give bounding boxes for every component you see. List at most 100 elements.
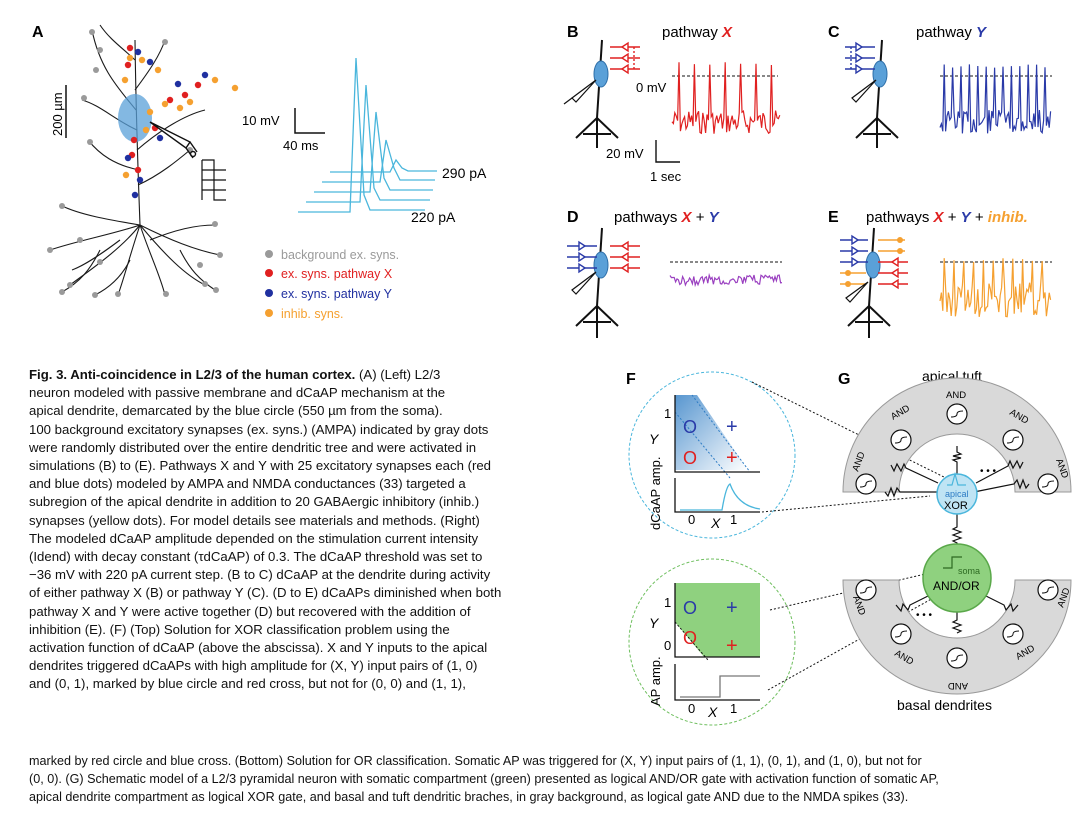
xor-x-tick-1: 1 <box>730 512 737 527</box>
panel-g-letter: G <box>838 371 850 388</box>
trace-scale-voltage: 10 mV <box>242 113 280 128</box>
caption-line: apical dendrite compartment as logical X… <box>29 790 909 805</box>
panel-c-title: pathway Y <box>916 24 988 41</box>
or-ylabel: Y <box>649 615 660 631</box>
trace-pathways-xy <box>669 272 783 288</box>
pathway-y-synapse-dots <box>124 48 209 199</box>
background-synapse-dots <box>47 29 223 298</box>
pathway-inputs-e <box>840 234 908 290</box>
xor-red-circle: O <box>683 448 697 468</box>
caption-line: and (0, 1), marked by blue circle and re… <box>29 676 466 692</box>
panel-d-letter: D <box>567 209 579 226</box>
zero-mv-label: 0 mV <box>636 80 667 95</box>
or-blue-cross: + <box>726 597 738 619</box>
panel-c: C pathway Y <box>828 24 1052 148</box>
caption-line: were randomly distributed over the entir… <box>29 439 477 455</box>
legend-background: background ex. syns. <box>281 248 399 262</box>
or-y-tick-0: 0 <box>664 638 671 653</box>
dendrite-site-e <box>865 251 881 279</box>
panel-g: G apical tuft basal dendrites <box>838 368 1073 713</box>
dendrite-site-b <box>593 60 609 88</box>
basal-dendrites-arc <box>842 579 1072 695</box>
caption-line: activation function of dCaAP (above the … <box>29 640 488 656</box>
electrode-icon-d <box>571 271 597 295</box>
soma-and-or-node <box>922 543 992 613</box>
pathway-x-inputs-b <box>610 41 640 75</box>
panel-b: B pathway X 0 mV 20 mV 1 sec <box>563 24 781 184</box>
caption-line: subregion of the apical dendrite in addi… <box>29 494 480 510</box>
apical-tuft-arc <box>842 377 1072 493</box>
or-blue-circle: O <box>683 598 697 618</box>
svg-text:AND: AND <box>946 390 966 401</box>
trace-scale-voltage-b: 20 mV <box>606 146 644 161</box>
trace-pathways-xy-inhib <box>939 258 1052 318</box>
caption-line: The modeled dCaAP amplitude depended on … <box>29 530 479 546</box>
synapse-legend: background ex. syns. ex. syns. pathway X… <box>265 248 399 321</box>
legend-pathway-y: ex. syns. pathway Y <box>281 287 393 301</box>
dcaap-traces <box>298 57 437 213</box>
xor-blue-cross: + <box>726 416 738 438</box>
panel-d-title: pathways X + Y <box>614 209 721 226</box>
caption-line: inhibition (E). (F) (Top) Solution for X… <box>29 621 450 637</box>
xor-xlabel: X <box>710 515 721 531</box>
trace-pathway-y <box>939 64 1052 135</box>
panel-f-letter: F <box>626 371 636 388</box>
basal-dots: • • • <box>916 610 933 621</box>
electrode-icon-c <box>851 79 877 103</box>
caption-line: −36 mV with 220 pA current step. (B to C… <box>29 567 491 583</box>
or-x-tick-0: 0 <box>688 701 695 716</box>
xor-x-tick-0: 0 <box>688 512 695 527</box>
caption-line: marked by red circle and blue cross. (Bo… <box>29 754 922 768</box>
or-y-tick: 1 <box>664 595 671 610</box>
figure-caption-wide: marked by red circle and blue cross. (Bo… <box>29 752 1059 807</box>
pathway-y-inputs-c <box>845 41 875 75</box>
panel-b-letter: B <box>567 24 579 41</box>
dendrite-site-c <box>872 60 888 88</box>
electrode-icon-b <box>563 79 597 105</box>
current-high-label: 290 pA <box>442 165 487 181</box>
panel-b-title: pathway X <box>662 24 733 41</box>
legend-pathway-x: ex. syns. pathway X <box>281 267 393 281</box>
apical-node-word: apical <box>945 489 969 499</box>
and-unit-sigmoids <box>859 410 1055 662</box>
neuron-schematic-e <box>847 227 891 338</box>
caption-line: pathway X and Y were active together (D)… <box>29 603 471 619</box>
resistor-links <box>884 446 1030 634</box>
apical-node-gate: XOR <box>944 500 968 512</box>
apical-dots: • • • <box>980 466 997 477</box>
xor-ylabel: Y <box>649 431 660 447</box>
caption-line: neuron modeled with passive membrane and… <box>29 385 446 401</box>
xor-gradient-band <box>675 395 748 470</box>
figure-caption: Fig. 3. Anti-coincidence in L2/3 of the … <box>29 366 609 694</box>
panel-a-letter: A <box>32 24 44 41</box>
caption-line: (0, 0). (G) Schematic model of a L2/3 py… <box>29 772 939 787</box>
svg-text:AND: AND <box>948 680 968 691</box>
panel-e-title: pathways X + Y + inhib. <box>866 209 1028 226</box>
panel-c-letter: C <box>828 24 840 41</box>
or-amp-label: AP amp. <box>648 656 663 706</box>
neuron-morphology <box>49 24 221 296</box>
xor-amp-label: dCaAP amp. <box>648 457 663 530</box>
panel-e: E pathways X + Y + inhib. <box>828 209 1052 338</box>
trace-scale-time-b: 1 sec <box>650 169 682 184</box>
or-red-circle: O <box>683 628 697 648</box>
inhibitory-synapse-dots <box>121 54 239 179</box>
soma-node-gate: AND/OR <box>933 579 980 593</box>
caption-line-1: Fig. 3. Anti-coincidence in L2/3 of the … <box>29 367 441 382</box>
current-low-label: 220 pA <box>411 209 456 225</box>
trace-pathway-x <box>671 62 781 135</box>
trace-scale-time: 40 ms <box>283 138 319 153</box>
xor-blue-circle: O <box>683 417 697 437</box>
caption-line: and blue dots) modeled by AMPA and NMDA … <box>29 476 466 492</box>
panel-d: D pathways X + Y <box>567 209 783 338</box>
dendrite-site-d <box>593 251 609 279</box>
legend-inhibitory: inhib. syns. <box>281 307 344 321</box>
caption-title: Fig. 3. Anti-coincidence in L2/3 of the … <box>29 367 356 382</box>
electrode-icon <box>149 121 198 159</box>
panel-f: F O O + + 1 0 Y dCaAP amp. 0 1 X <box>626 371 947 726</box>
or-x-tick-1: 1 <box>730 701 737 716</box>
or-red-cross: + <box>726 635 738 657</box>
caption-line: apical dendrite, demarcated by the blue … <box>29 403 443 419</box>
apical-xor-node <box>936 473 978 515</box>
xor-y-tick: 1 <box>664 406 671 421</box>
